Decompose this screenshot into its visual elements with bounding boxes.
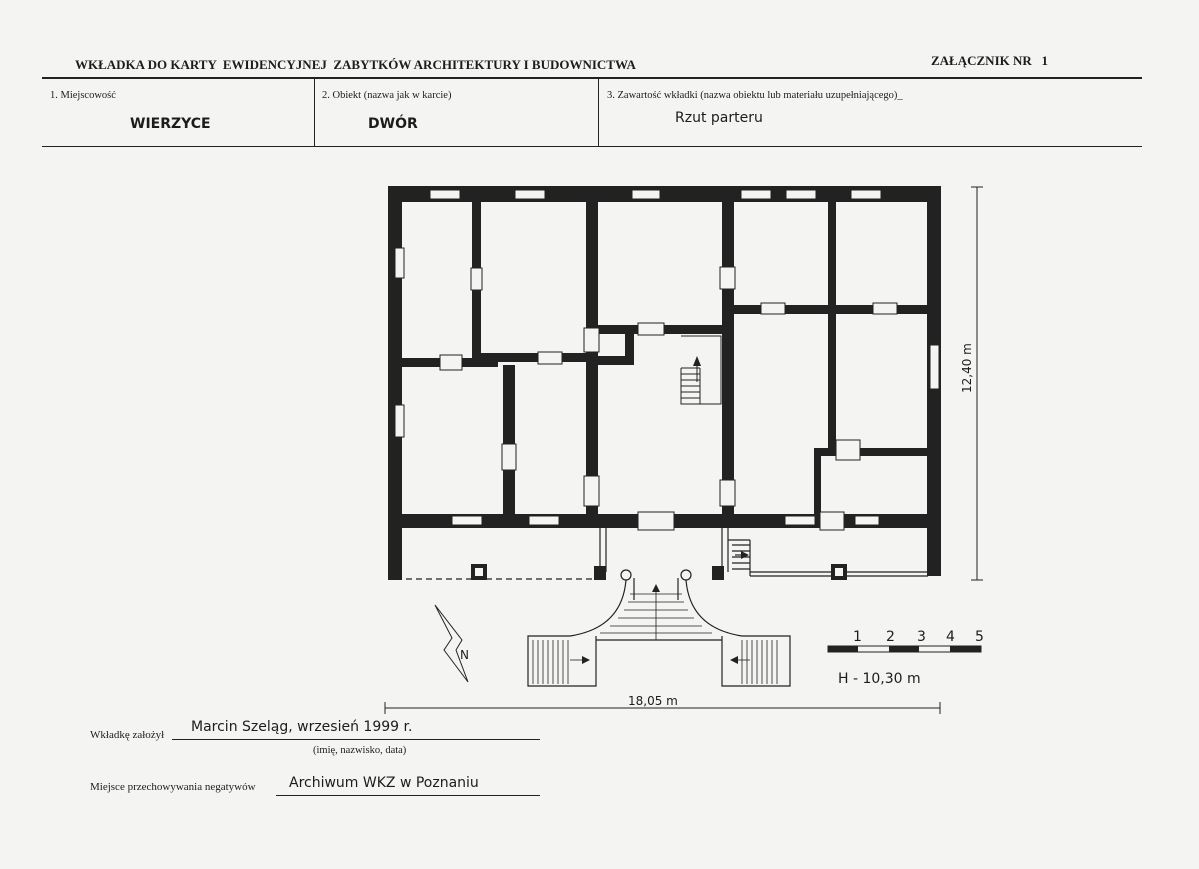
scale-tick-3: 3 <box>917 629 926 645</box>
author-hint: (imię, nazwisko, data) <box>313 745 407 756</box>
document-title: WKŁADKA DO KARTY EWIDENCYJNEJ ZABYTKÓW A… <box>75 57 636 72</box>
storage-label: Miejsce przechowywania negatywów <box>90 781 256 793</box>
field-content-label: 3. Zawartość wkładki (nazwa obiektu lub … <box>607 90 903 101</box>
field-divider-2 <box>598 79 599 147</box>
storage-value: Archiwum WKZ w Poznaniu <box>289 775 479 791</box>
attachment-number: ZAŁĄCZNIK NR 1 <box>931 53 1049 68</box>
storage-line <box>276 795 540 796</box>
author-label: Wkładkę założył <box>90 729 165 741</box>
scale-tick-1: 1 <box>853 629 862 645</box>
field-object-value: DWÓR <box>368 116 418 132</box>
author-value: Marcin Szeląg, wrzesień 1999 r. <box>191 719 413 735</box>
width-dimension-label: 18,05 m <box>628 694 678 708</box>
field-object-label: 2. Obiekt (nazwa jak w karcie) <box>322 90 452 101</box>
field-divider-1 <box>314 79 315 147</box>
scale-tick-4: 4 <box>946 629 955 645</box>
north-label: N <box>460 648 469 662</box>
height-dimension-label: 12,40 m <box>960 343 974 393</box>
field-content-value: Rzut parteru <box>675 110 763 126</box>
field-locality-label: 1. Miejscowość <box>50 90 116 101</box>
scale-tick-2: 2 <box>886 629 895 645</box>
fields-bottom-rule <box>42 146 1142 147</box>
scale-tick-5: 5 <box>975 629 984 645</box>
author-line <box>172 739 540 740</box>
header-rule <box>42 77 1142 79</box>
field-locality-value: WIERZYCE <box>130 116 211 132</box>
elevation-label: H - 10,30 m <box>838 671 921 687</box>
